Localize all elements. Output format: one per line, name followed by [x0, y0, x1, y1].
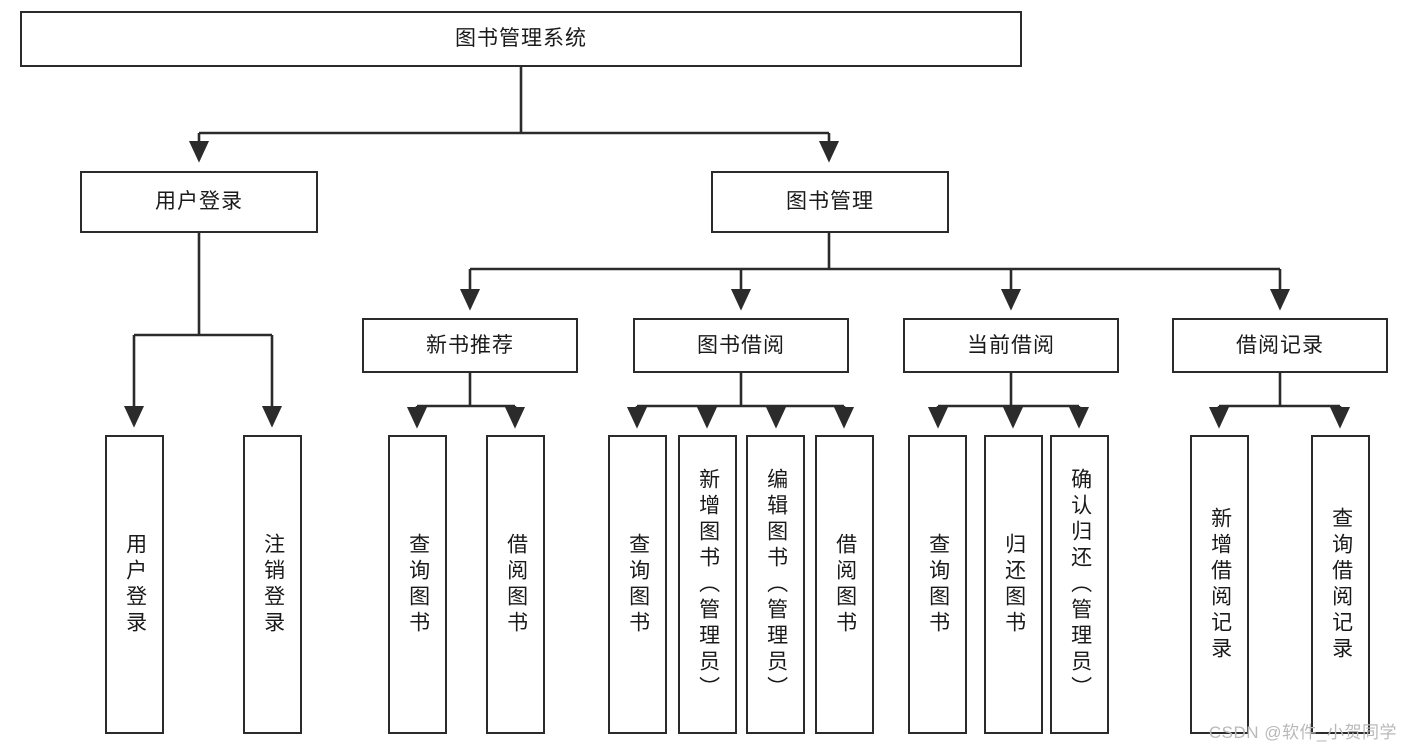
- node-current-borrow[interactable]: 当前借阅: [903, 318, 1119, 373]
- node-borrow-record[interactable]: 借阅记录: [1172, 318, 1388, 373]
- node-leaf-borrow-book-rec[interactable]: 借阅图书: [486, 435, 545, 734]
- node-leaf-confirm-return-label: 确认归还（管理员）: [1068, 467, 1092, 702]
- node-book-borrow-label: 图书借阅: [697, 333, 785, 357]
- node-leaf-query-record[interactable]: 查询借阅记录: [1311, 435, 1370, 734]
- node-new-book-rec-label: 新书推荐: [426, 333, 514, 357]
- node-current-borrow-label: 当前借阅: [967, 333, 1055, 357]
- node-new-book-rec[interactable]: 新书推荐: [362, 318, 578, 373]
- node-leaf-query-book-rec-label: 查询图书: [406, 532, 430, 637]
- node-leaf-user-logout[interactable]: 注销登录: [243, 435, 302, 734]
- node-book-manage[interactable]: 图书管理: [711, 171, 949, 233]
- node-leaf-return-book-label: 归还图书: [1002, 532, 1026, 637]
- node-leaf-borrow-book-label: 借阅图书: [833, 532, 857, 637]
- node-user-login-label: 用户登录: [155, 190, 243, 214]
- node-root-system[interactable]: 图书管理系统: [20, 11, 1022, 67]
- node-user-login[interactable]: 用户登录: [80, 171, 318, 233]
- node-book-manage-label: 图书管理: [786, 190, 874, 214]
- node-leaf-query-book-borrow[interactable]: 查询图书: [608, 435, 667, 734]
- node-leaf-query-book-borrow-label: 查询图书: [626, 532, 650, 637]
- node-leaf-query-book-rec[interactable]: 查询图书: [388, 435, 447, 734]
- node-leaf-add-record-label: 新增借阅记录: [1208, 506, 1232, 663]
- node-leaf-query-book-cur[interactable]: 查询图书: [908, 435, 967, 734]
- node-leaf-return-book[interactable]: 归还图书: [984, 435, 1043, 734]
- node-leaf-edit-book-label: 编辑图书（管理员）: [764, 467, 788, 702]
- node-leaf-user-login-label: 用户登录: [123, 532, 147, 637]
- node-leaf-confirm-return[interactable]: 确认归还（管理员）: [1050, 435, 1109, 734]
- node-leaf-query-record-label: 查询借阅记录: [1329, 506, 1353, 663]
- node-book-borrow[interactable]: 图书借阅: [633, 318, 849, 373]
- node-borrow-record-label: 借阅记录: [1236, 333, 1324, 357]
- node-leaf-add-book-label: 新增图书（管理员）: [696, 467, 720, 702]
- node-leaf-user-login[interactable]: 用户登录: [105, 435, 164, 734]
- node-leaf-add-book[interactable]: 新增图书（管理员）: [678, 435, 737, 734]
- node-leaf-query-book-cur-label: 查询图书: [926, 532, 950, 637]
- node-root-system-label: 图书管理系统: [455, 27, 587, 51]
- node-leaf-add-record[interactable]: 新增借阅记录: [1190, 435, 1249, 734]
- node-leaf-user-logout-label: 注销登录: [261, 532, 285, 637]
- node-leaf-borrow-book-rec-label: 借阅图书: [504, 532, 528, 637]
- node-leaf-edit-book[interactable]: 编辑图书（管理员）: [746, 435, 805, 734]
- node-leaf-borrow-book[interactable]: 借阅图书: [815, 435, 874, 734]
